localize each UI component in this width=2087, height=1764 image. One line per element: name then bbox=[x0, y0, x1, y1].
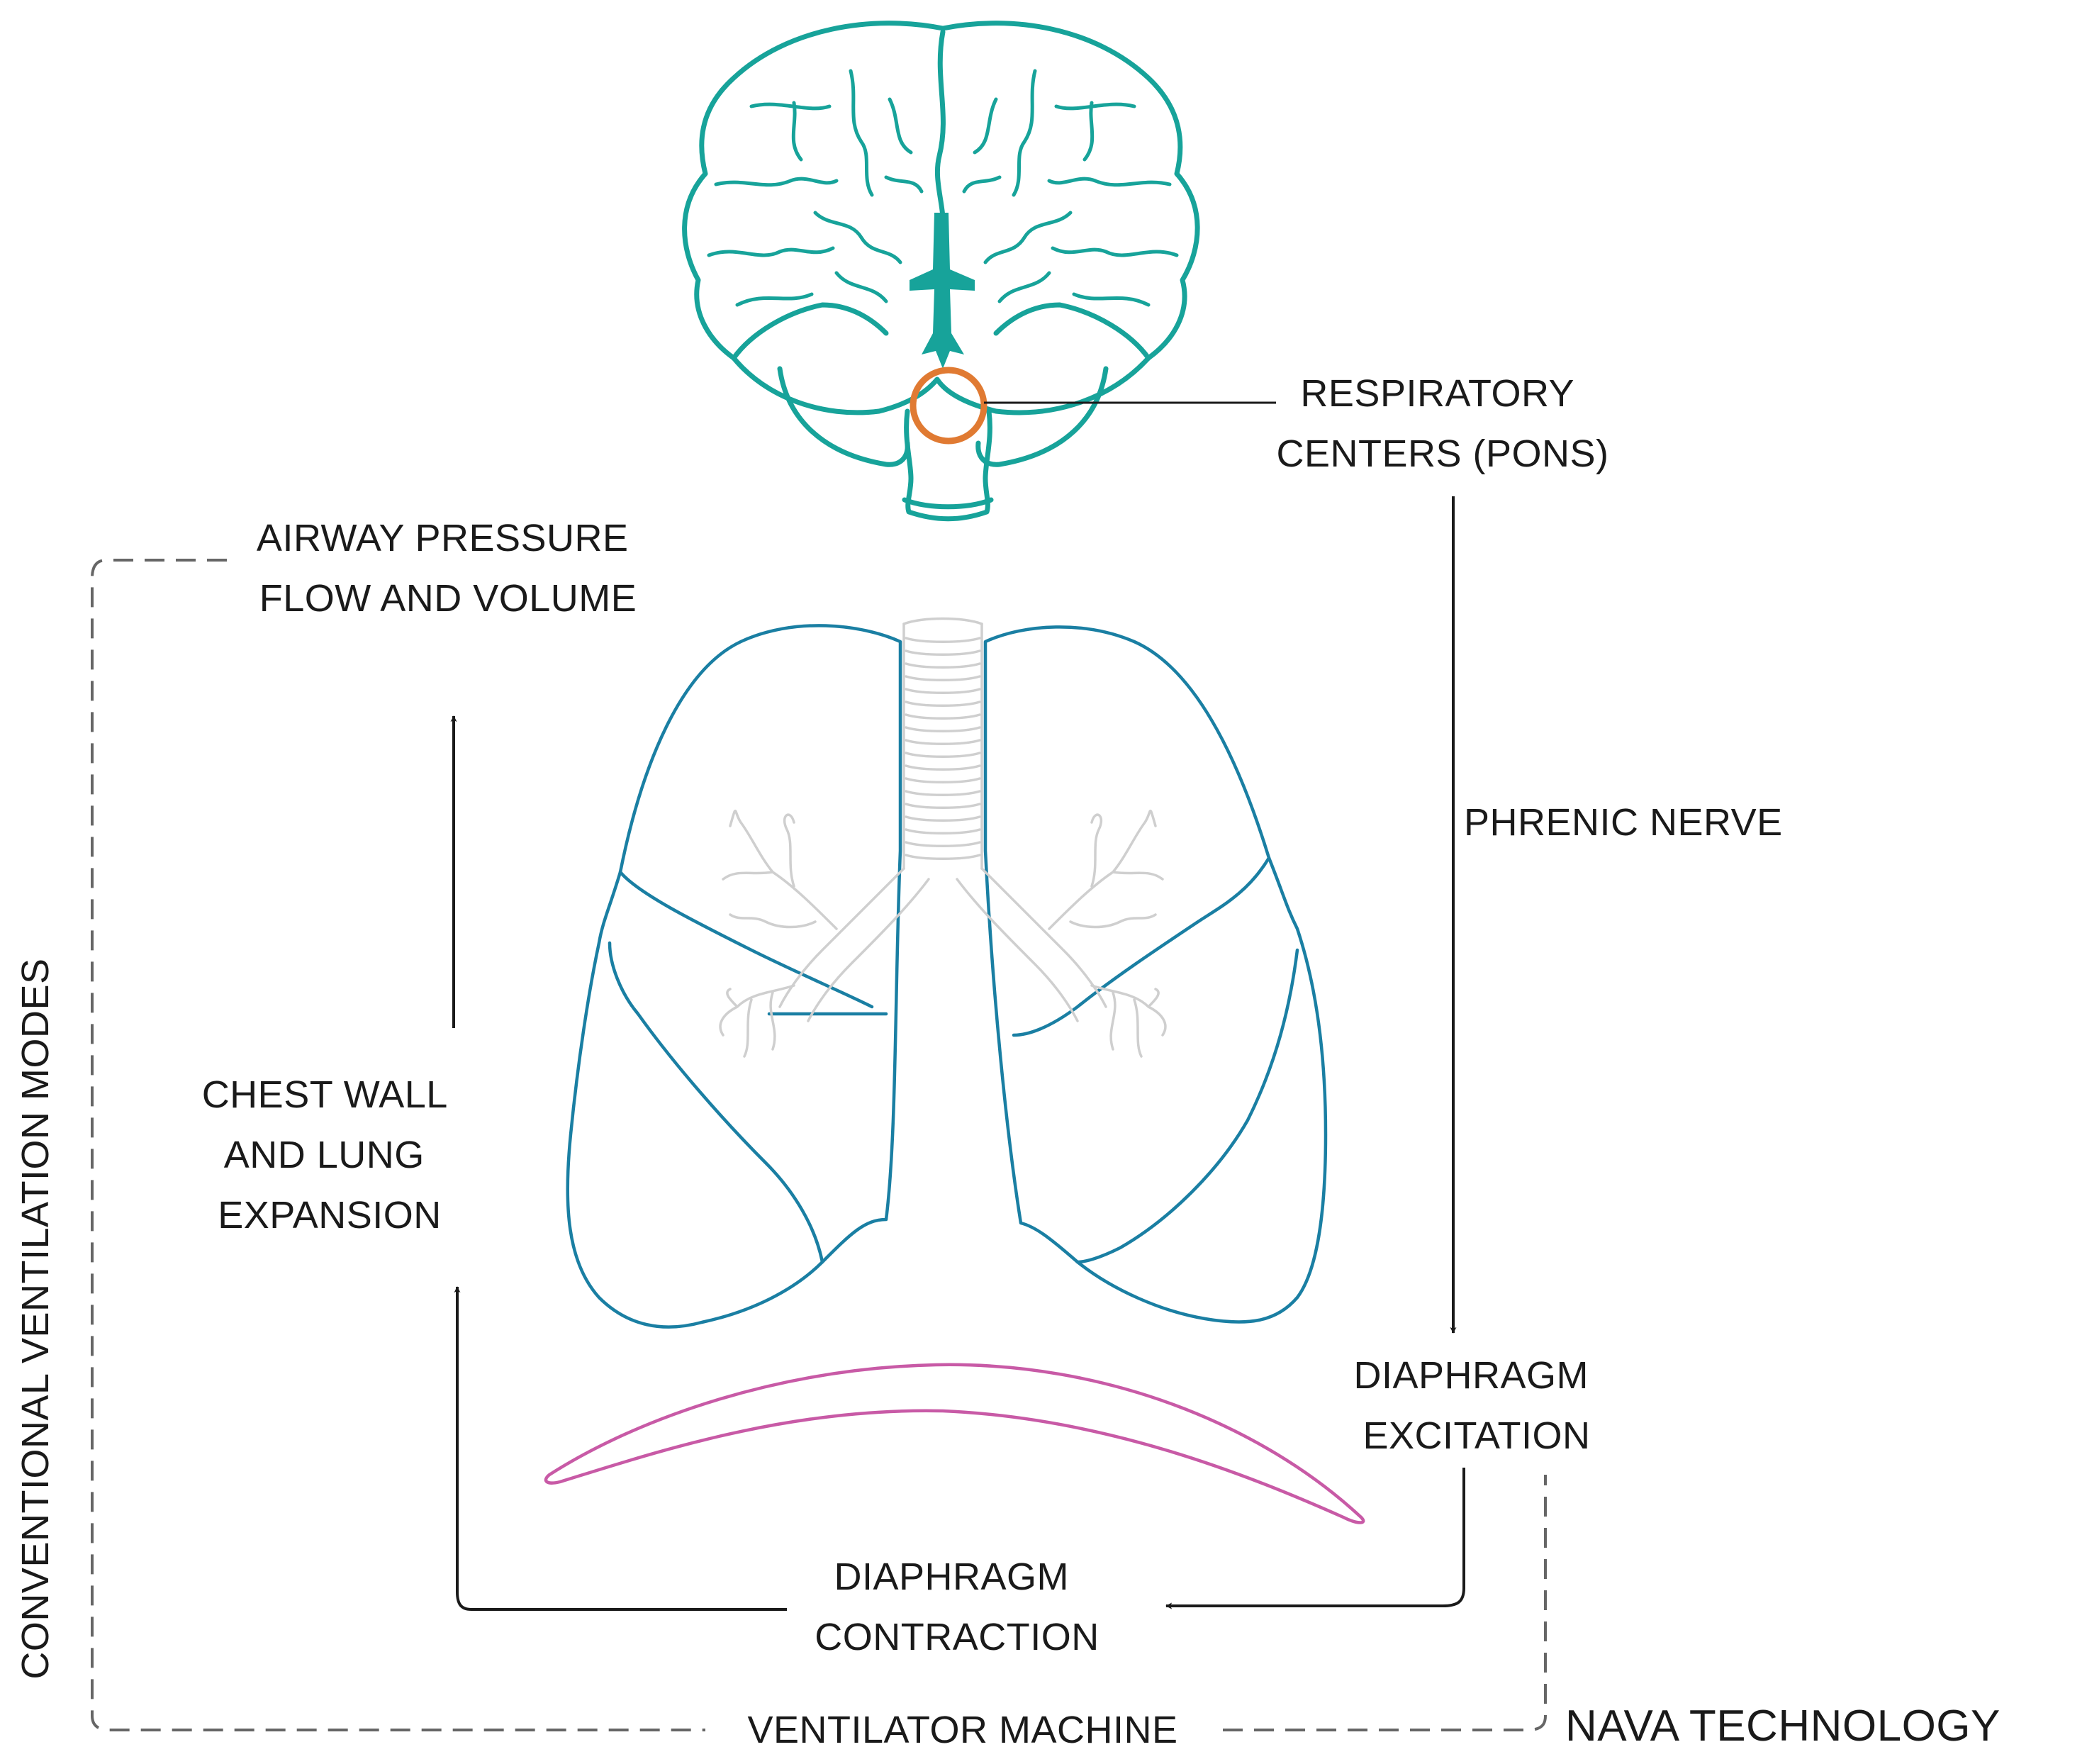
airway-pressure-label: AIRWAY PRESSURE FLOW AND VOLUME bbox=[257, 517, 639, 620]
trachea-ring bbox=[905, 649, 981, 656]
diaphragm-icon bbox=[544, 1363, 1365, 1524]
brain-icon bbox=[682, 21, 1200, 522]
diaphragm-excitation-label: DIAPHRAGM EXCITATION bbox=[1353, 1354, 1599, 1457]
trachea-ring bbox=[905, 713, 981, 720]
trachea-ring bbox=[905, 828, 981, 834]
diaphragm-contraction-label: DIAPHRAGM CONTRACTION bbox=[815, 1556, 1099, 1658]
trachea-ring bbox=[905, 803, 981, 809]
trachea-ring bbox=[905, 700, 981, 707]
conventional-modes-label: CONVENTIONAL VENTILATION MODES bbox=[14, 958, 57, 1679]
trachea-ring bbox=[905, 688, 981, 694]
nava-dashed-path bbox=[1223, 1475, 1547, 1731]
excitation-to-contraction-arrow bbox=[1165, 1468, 1465, 1609]
contraction-to-expansion-arrow bbox=[454, 1286, 787, 1611]
trachea-ring bbox=[905, 777, 981, 783]
trachea-ring bbox=[905, 790, 981, 796]
trachea-ring bbox=[905, 841, 981, 847]
pons-marker-icon bbox=[910, 367, 987, 445]
trachea-ring bbox=[905, 675, 981, 681]
conventional-modes-dashed-path bbox=[91, 559, 705, 1731]
trachea-icon bbox=[719, 617, 1167, 1058]
lungs-icon bbox=[566, 624, 1328, 1329]
chest-wall-label: CHEST WALL AND LUNG EXPANSION bbox=[202, 1073, 458, 1237]
trachea-ring bbox=[905, 854, 981, 860]
trachea-ring bbox=[905, 726, 981, 732]
ventilator-machine-label: VENTILATOR MACHINE bbox=[747, 1709, 1177, 1751]
trachea-ring bbox=[905, 764, 981, 771]
trachea-ring bbox=[905, 752, 981, 758]
trachea-ring bbox=[905, 739, 981, 745]
trachea-ring bbox=[905, 815, 981, 822]
trachea-ring bbox=[905, 637, 981, 643]
phrenic-nerve-label: PHRENIC NERVE bbox=[1464, 801, 1783, 844]
trachea-ring bbox=[905, 662, 981, 669]
nava-technology-label: NAVA TECHNOLOGY bbox=[1565, 1702, 2001, 1751]
respiratory-centers-label: RESPIRATORY CENTERS (PONS) bbox=[1276, 372, 1608, 475]
